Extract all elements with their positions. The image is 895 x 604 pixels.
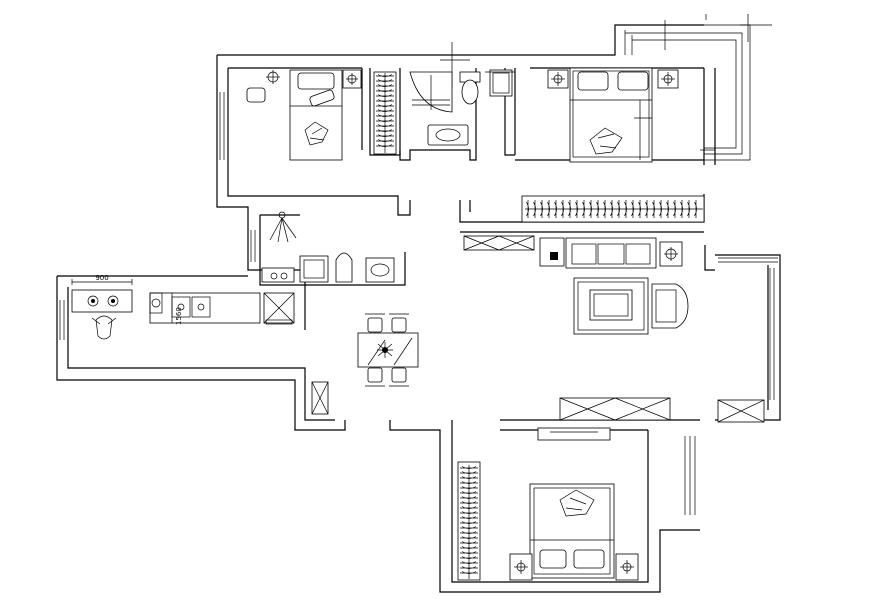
right-bedroom: [547, 67, 679, 163]
counter-small: [261, 267, 295, 283]
kitchen: 900 1560: [71, 274, 295, 340]
sofa: [565, 237, 657, 269]
bathroom: [409, 69, 515, 146]
armchair: [651, 283, 689, 329]
pillow: [297, 72, 335, 90]
chair: [391, 367, 407, 383]
utility-sink: [365, 257, 395, 283]
chair: [391, 317, 407, 333]
chair: [246, 87, 266, 103]
chair: [367, 367, 383, 383]
left-bedroom: [246, 69, 362, 161]
dining: [311, 313, 419, 415]
washing-machine: [489, 69, 513, 97]
coffee-table: [589, 289, 633, 321]
bottom-bedroom: [509, 427, 639, 581]
side-table: [539, 237, 565, 267]
closet-bottom: [457, 461, 481, 581]
toilet: [461, 79, 479, 105]
chair: [367, 317, 383, 333]
utility-room: [261, 211, 395, 283]
person-icon: [95, 315, 113, 340]
living-room: [463, 235, 765, 423]
wardrobe-corridor: [521, 195, 705, 223]
stove-width-label: 900: [95, 274, 108, 282]
stove: [71, 289, 133, 313]
kitchen-counter: [149, 292, 261, 324]
closet-left: [373, 71, 397, 155]
water-heater: [335, 252, 353, 283]
sink: [427, 124, 469, 146]
tv-cabinet: [559, 397, 671, 421]
dresser: [537, 427, 611, 441]
shoe-cabinet: [463, 235, 535, 251]
counter-length-label: 1560: [175, 307, 183, 325]
rug: [573, 277, 649, 335]
